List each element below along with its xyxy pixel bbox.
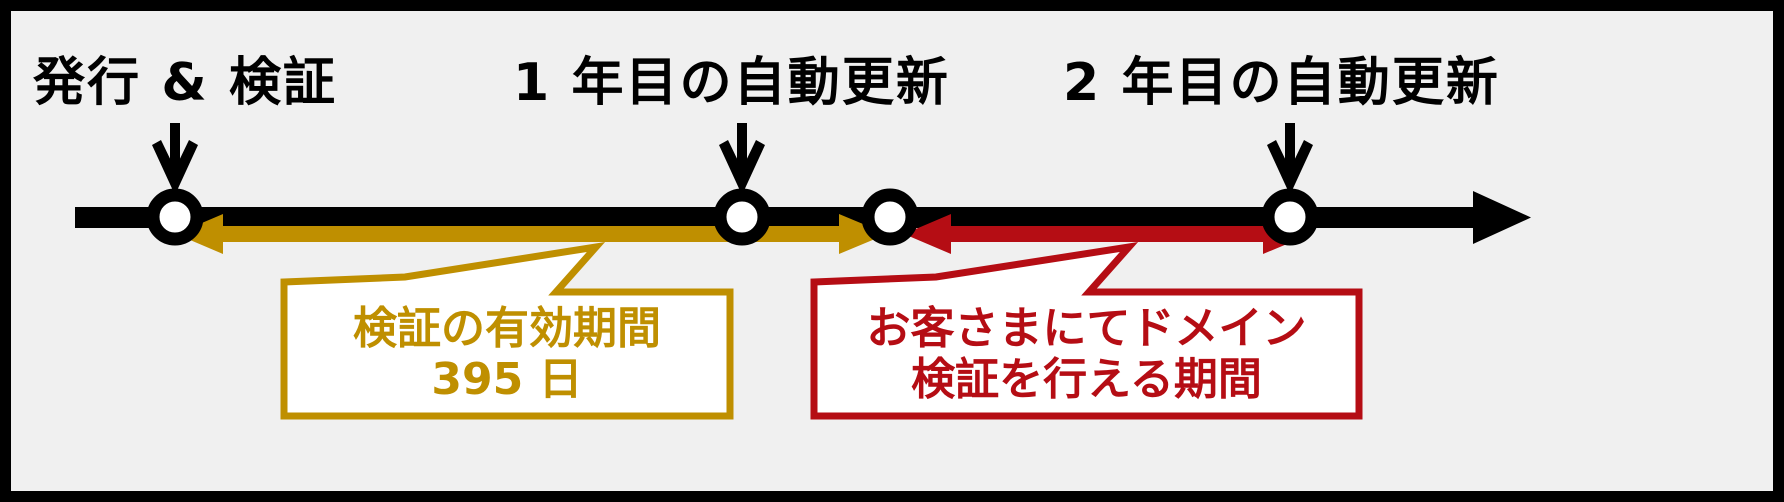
validity-callout-shape <box>280 242 734 420</box>
validity-callout-line-1: 検証の有効期間 <box>353 303 661 354</box>
revalidation-callout-bubble[interactable] <box>810 242 1363 420</box>
validity-callout-line-2: 395 日 <box>431 354 583 406</box>
milestone-label-renewal-year-2: 2 年目の自動更新 <box>1063 53 1501 113</box>
red-span-bar <box>939 226 1275 242</box>
marker-renewal-year-2[interactable] <box>1261 188 1319 246</box>
milestone-label-issue-verify: 発行 & 検証 <box>33 53 338 113</box>
marker-issue-verify[interactable] <box>146 188 204 246</box>
validity-callout-text: 検証の有効期間 395 日 <box>284 303 730 405</box>
timeline-axis <box>75 191 1531 244</box>
marker-renewal-year-1[interactable] <box>713 188 771 246</box>
pointer-arrow-renewal-year-2 <box>1267 123 1313 195</box>
gold-arrowhead-left <box>176 214 223 254</box>
timeline-arrowhead-right <box>1473 191 1531 244</box>
gold-span-bar <box>211 226 851 242</box>
red-arrowhead-left <box>904 214 951 254</box>
validity-callout-bubble[interactable] <box>280 242 734 420</box>
revalidation-callout-shape <box>810 242 1363 420</box>
timeline-graphics <box>75 123 1531 420</box>
gold-arrowhead-right <box>839 214 887 254</box>
label-pointer-arrows <box>152 123 1313 195</box>
pointer-arrow-renewal-year-1 <box>719 123 765 195</box>
revalidation-callout-text: お客さまにてドメイン 検証を行える期間 <box>814 303 1359 405</box>
marker-validity-end[interactable] <box>861 188 919 246</box>
diagram-canvas: 発行 & 検証 1 年目の自動更新 2 年目の自動更新 検証の有効期間 395 … <box>11 11 1773 491</box>
pointer-arrow-issue-verify <box>152 123 198 195</box>
timeline-bar <box>75 207 1487 228</box>
gold-span-arrow <box>176 214 887 254</box>
milestone-label-renewal-year-1: 1 年目の自動更新 <box>513 53 951 113</box>
revalidation-callout-line-2: 検証を行える期間 <box>911 354 1262 406</box>
revalidation-callout-line-1: お客さまにてドメイン <box>866 303 1307 354</box>
